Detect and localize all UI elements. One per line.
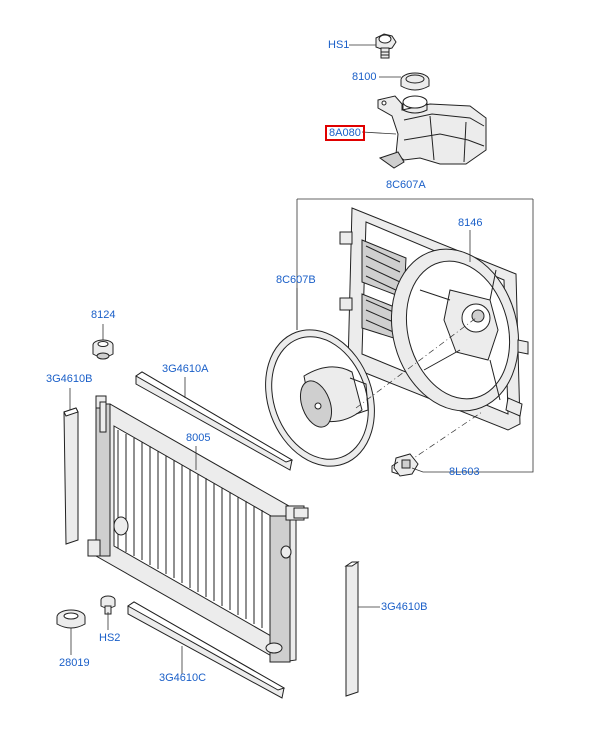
label-8c607b[interactable]: 8C607B [276,274,316,286]
expansion-tank-8a080-drawing[interactable] [377,95,487,169]
assembly-axis-line-connector [407,411,483,463]
label-3g4610c[interactable]: 3G4610C [159,672,207,684]
seal-strip-3g4610b-left-drawing[interactable] [63,407,79,545]
fan-shroud-8146-drawing[interactable] [339,207,536,431]
cap-8100-drawing[interactable] [400,72,430,91]
label-8c607a[interactable]: 8C607A [386,179,426,191]
fan-motor-8c607b-drawing[interactable] [247,314,393,481]
bolt-hs1-drawing[interactable] [375,33,397,59]
seal-strip-3g4610b-right-drawing[interactable] [344,561,360,697]
label-3g4610b-left[interactable]: 3G4610B [46,373,93,385]
label-8124[interactable]: 8124 [91,309,116,321]
label-8l603[interactable]: 8L603 [449,466,480,478]
label-3g4610a[interactable]: 3G4610A [162,363,209,375]
label-8005[interactable]: 8005 [186,432,211,444]
radiator-8005-drawing[interactable] [87,395,309,663]
label-3g4610b-right[interactable]: 3G4610B [381,601,428,613]
mount-28019-drawing[interactable] [56,609,86,629]
label-hs2[interactable]: HS2 [99,632,121,644]
bolt-hs2-drawing[interactable] [100,595,116,615]
label-28019[interactable]: 28019 [59,657,90,669]
label-8146[interactable]: 8146 [458,217,483,229]
leader-lines [69,44,534,674]
label-hs1[interactable]: HS1 [328,39,350,51]
assembly-axis-line [355,317,477,409]
label-8a080[interactable]: 8A080 [325,125,365,141]
seal-strip-3g4610c-drawing[interactable] [127,601,286,699]
connector-8l603-drawing[interactable] [391,453,419,477]
cap-8124-drawing[interactable] [92,339,114,360]
seal-strip-3g4610a-drawing[interactable] [135,371,294,471]
label-8100[interactable]: 8100 [352,71,377,83]
